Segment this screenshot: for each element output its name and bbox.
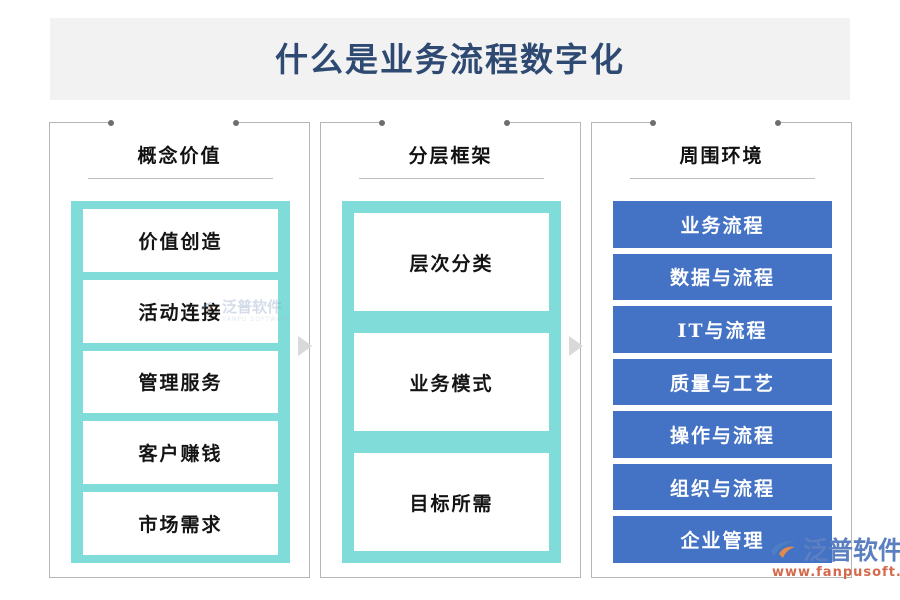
list-item[interactable]: 客户赚钱 bbox=[83, 421, 278, 485]
column-header-3: 周围环境 bbox=[679, 145, 764, 167]
column-card-1: 概念价值 价值创造 活动连接 管理服务 客户赚钱 市场需求 bbox=[49, 119, 310, 578]
header-divider bbox=[630, 178, 815, 179]
column-header-2: 分层框架 bbox=[408, 145, 493, 167]
header-divider bbox=[359, 178, 544, 179]
connector-dot-left-icon bbox=[650, 119, 656, 126]
column-card-2: 分层框架 层次分类 业务模式 目标所需 bbox=[320, 119, 581, 578]
list-item[interactable]: 质量与工艺 bbox=[613, 358, 832, 406]
list-item[interactable]: 价值创造 bbox=[83, 209, 278, 272]
page-title: 什么是业务流程数字化 bbox=[275, 39, 625, 79]
list-item[interactable]: 业务模式 bbox=[354, 333, 549, 431]
card-top-gap bbox=[653, 122, 778, 125]
list-item[interactable]: 层次分类 bbox=[354, 213, 549, 311]
connector-dot-right-icon bbox=[504, 119, 510, 126]
connector-dot-left-icon bbox=[108, 119, 114, 126]
list-item[interactable]: 组织与流程 bbox=[613, 463, 832, 511]
item-stack-2: 层次分类 业务模式 目标所需 bbox=[342, 201, 561, 563]
card-top-gap bbox=[111, 122, 236, 125]
list-item[interactable]: 操作与流程 bbox=[613, 411, 832, 458]
list-item[interactable]: IT与流程 bbox=[613, 306, 832, 353]
list-item[interactable]: 管理服务 bbox=[83, 350, 278, 414]
list-item[interactable]: 数据与流程 bbox=[613, 253, 832, 301]
list-item[interactable]: 企业管理 bbox=[613, 516, 832, 564]
connector-dot-left-icon bbox=[379, 119, 385, 126]
item-stack-3: 业务流程 数据与流程 IT与流程 质量与工艺 操作与流程 组织与流程 企业管理 bbox=[613, 201, 832, 564]
chevron-right-icon-1 bbox=[295, 331, 325, 361]
connector-dot-right-icon bbox=[775, 119, 781, 126]
title-band: 什么是业务流程数字化 bbox=[50, 18, 850, 100]
column-card-3: 周围环境 业务流程 数据与流程 IT与流程 质量与工艺 操作与流程 组织与流程 … bbox=[591, 119, 852, 578]
connector-dot-right-icon bbox=[233, 119, 239, 126]
column-header-1: 概念价值 bbox=[137, 145, 222, 167]
chevron-right-icon-2 bbox=[566, 331, 596, 361]
item-stack-1: 价值创造 活动连接 管理服务 客户赚钱 市场需求 bbox=[71, 201, 290, 563]
header-divider bbox=[88, 178, 273, 179]
list-item[interactable]: 活动连接 bbox=[83, 279, 278, 343]
list-item[interactable]: 目标所需 bbox=[354, 453, 549, 551]
card-top-gap bbox=[382, 122, 507, 125]
list-item[interactable]: 市场需求 bbox=[83, 492, 278, 555]
list-item[interactable]: 业务流程 bbox=[613, 201, 832, 248]
